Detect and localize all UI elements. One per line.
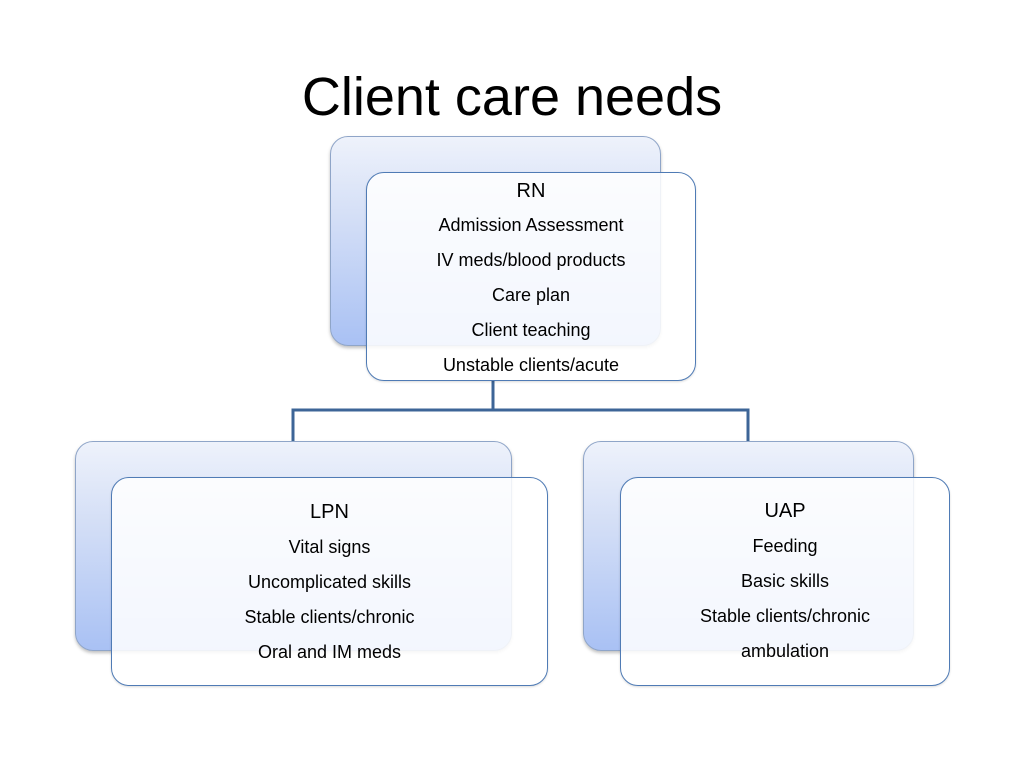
list-item: Client teaching	[471, 320, 591, 340]
connector-line	[493, 408, 750, 441]
lpn-duty-list: Vital signs Uncomplicated skills Stable …	[112, 530, 547, 670]
list-item: Vital signs	[288, 537, 371, 557]
lpn-heading: LPN	[310, 501, 349, 523]
list-item: IV meds/blood products	[436, 250, 626, 270]
list-item: Uncomplicated skills	[247, 572, 412, 592]
list-item: Basic skills	[740, 571, 829, 591]
list-item: Admission Assessment	[438, 215, 624, 235]
list-item: ambulation	[740, 641, 830, 661]
uap-duty-list: Feeding Basic skills Stable clients/chro…	[621, 529, 949, 669]
list-item: Stable clients/chronic	[244, 607, 415, 627]
connector-line	[291, 380, 495, 441]
uap-heading: UAP	[764, 500, 806, 522]
rn-duty-list: Admission Assessment IV meds/blood produ…	[367, 208, 695, 383]
uap-node: UAP Feeding Basic skills Stable clients/…	[620, 477, 950, 686]
list-item: Stable clients/chronic	[699, 606, 871, 626]
rn-heading: RN	[516, 180, 546, 202]
list-item: Care plan	[491, 285, 571, 305]
list-item: Feeding	[752, 536, 818, 556]
lpn-node: LPN Vital signs Uncomplicated skills Sta…	[111, 477, 548, 686]
list-item: Unstable clients/acute	[442, 355, 620, 375]
slide-title: Client care needs	[301, 67, 723, 127]
rn-node: RN Admission Assessment IV meds/blood pr…	[366, 172, 696, 381]
list-item: Oral and IM meds	[257, 642, 402, 662]
